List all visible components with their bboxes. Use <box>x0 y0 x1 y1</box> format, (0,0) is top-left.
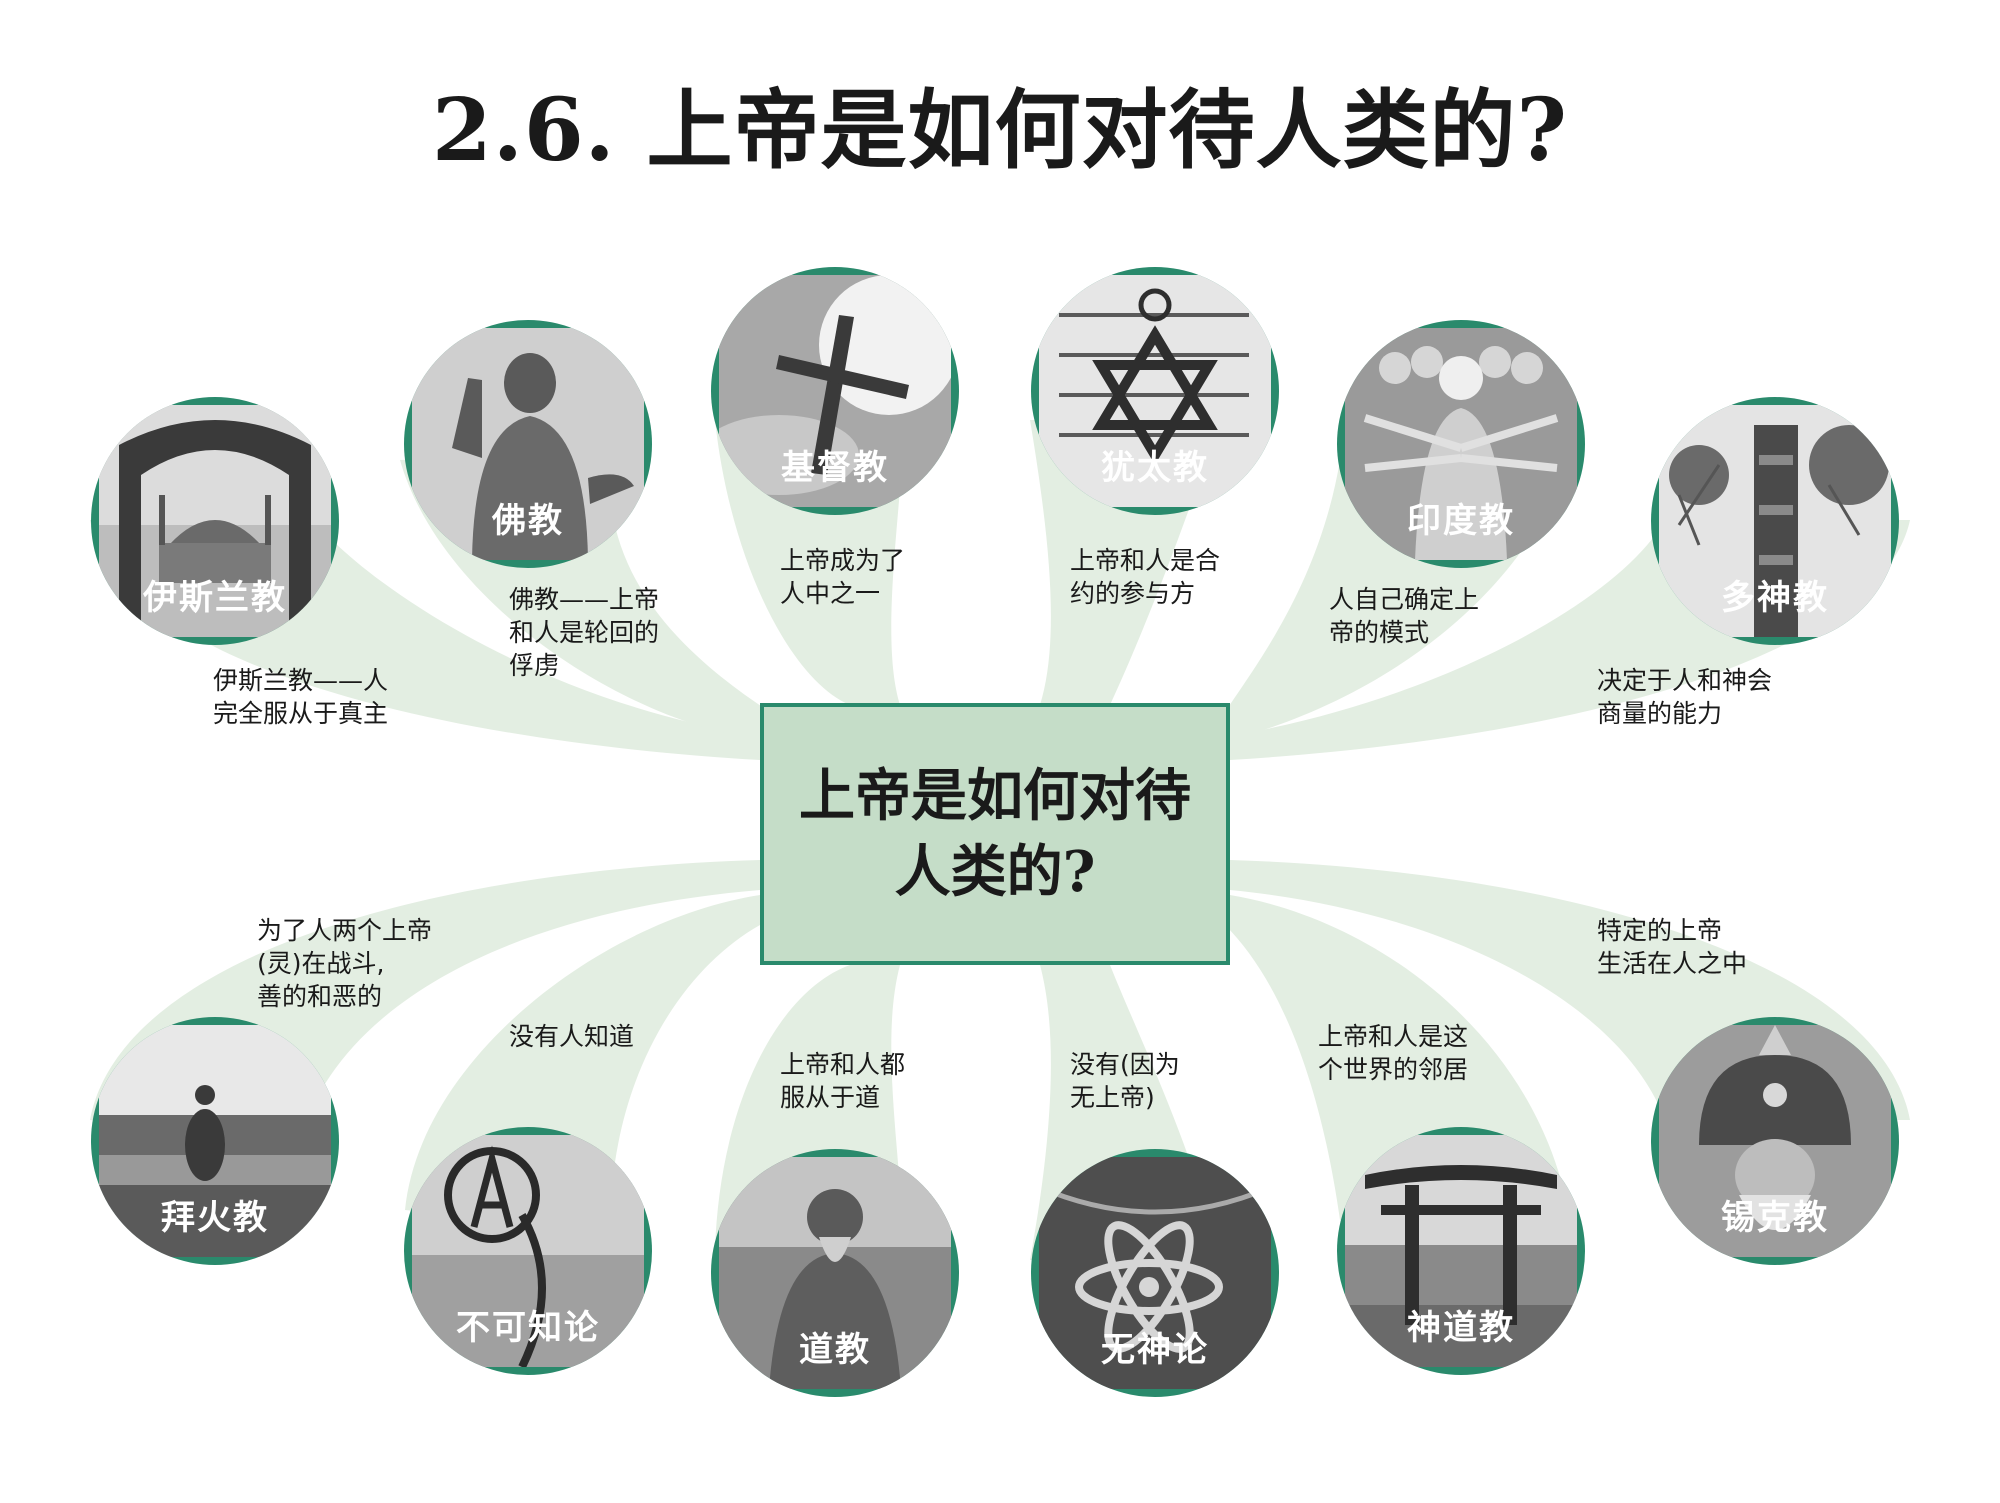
page-title: 2.6. 上帝是如何对待人类的? <box>432 80 1568 181</box>
node-islam[interactable]: 伊斯兰教 <box>91 397 339 645</box>
node-judaism[interactable]: 犹太教 <box>1031 267 1279 515</box>
node-label: 拜火教 <box>161 1198 269 1238</box>
hindu-deity-photo-icon <box>1345 328 1577 560</box>
node-label: 多神教 <box>1721 578 1829 618</box>
node-shinto[interactable]: 神道教 <box>1337 1127 1585 1375</box>
node-zoroastrianism[interactable]: 拜火教 <box>91 1017 339 1265</box>
cross-photo-icon <box>719 275 951 507</box>
node-label: 不可知论 <box>456 1308 600 1348</box>
node-atheism[interactable]: 无神论 <box>1031 1149 1279 1397</box>
node-description-zoroastrianism: 为了人两个上帝 (灵)在战斗, 善的和恶的 <box>257 916 433 1011</box>
central-question-text: 上帝是如何对待人类的? <box>799 763 1191 905</box>
node-label: 印度教 <box>1407 501 1515 541</box>
laozi-statue-photo-icon <box>719 1157 951 1389</box>
node-description-polytheism: 决定于人和神会 商量的能力 <box>1597 666 1773 728</box>
node-label: 伊斯兰教 <box>143 578 287 618</box>
node-hinduism[interactable]: 印度教 <box>1337 320 1585 568</box>
node-sikhism[interactable]: 锡克教 <box>1651 1017 1899 1265</box>
node-description-sikhism: 特定的上帝 生活在人之中 <box>1597 916 1748 978</box>
node-description-hinduism: 人自己确定上 帝的模式 <box>1329 585 1480 647</box>
node-christianity[interactable]: 基督教 <box>711 267 959 515</box>
node-buddhism[interactable]: 佛教 <box>404 320 652 568</box>
node-description-atheism: 没有(因为 无上帝) <box>1070 1050 1180 1112</box>
node-agnosticism[interactable]: 不可知论 <box>404 1127 652 1375</box>
sikh-turban-photo-icon <box>1659 1025 1891 1257</box>
node-description-agnosticism: 没有人知道 <box>509 1022 635 1051</box>
node-label: 无神论 <box>1101 1330 1209 1370</box>
node-description-shinto: 上帝和人是这 个世界的邻居 <box>1318 1022 1469 1084</box>
node-label: 基督教 <box>781 448 889 488</box>
star-of-david-photo-icon <box>1039 275 1271 507</box>
node-label: 道教 <box>799 1330 871 1370</box>
atom-pendant-photo-icon <box>1039 1157 1271 1389</box>
central-question-box: 上帝是如何对待人类的? <box>760 703 1230 965</box>
node-description-taoism: 上帝和人都 服从于道 <box>780 1050 906 1112</box>
totem-pole-photo-icon <box>1659 405 1891 637</box>
node-polytheism[interactable]: 多神教 <box>1651 397 1899 645</box>
buddha-statue-photo-icon <box>412 328 644 560</box>
faravahar-photo-icon <box>99 1025 331 1257</box>
node-label: 犹太教 <box>1101 448 1209 488</box>
torii-gate-photo-icon <box>1345 1135 1577 1367</box>
node-label: 佛教 <box>492 501 564 541</box>
mosque-photo-icon <box>99 405 331 637</box>
node-taoism[interactable]: 道教 <box>711 1149 959 1397</box>
node-label: 锡克教 <box>1721 1198 1829 1238</box>
agnostic-symbol-photo-icon <box>412 1135 644 1367</box>
node-description-buddhism: 佛教——上帝 和人是轮回的 俘虏 <box>509 585 660 680</box>
node-description-christianity: 上帝成为了 人中之一 <box>780 546 906 608</box>
node-description-islam: 伊斯兰教——人 完全服从于真主 <box>213 666 389 728</box>
node-description-judaism: 上帝和人是合 约的参与方 <box>1070 546 1221 608</box>
node-label: 神道教 <box>1407 1308 1515 1348</box>
